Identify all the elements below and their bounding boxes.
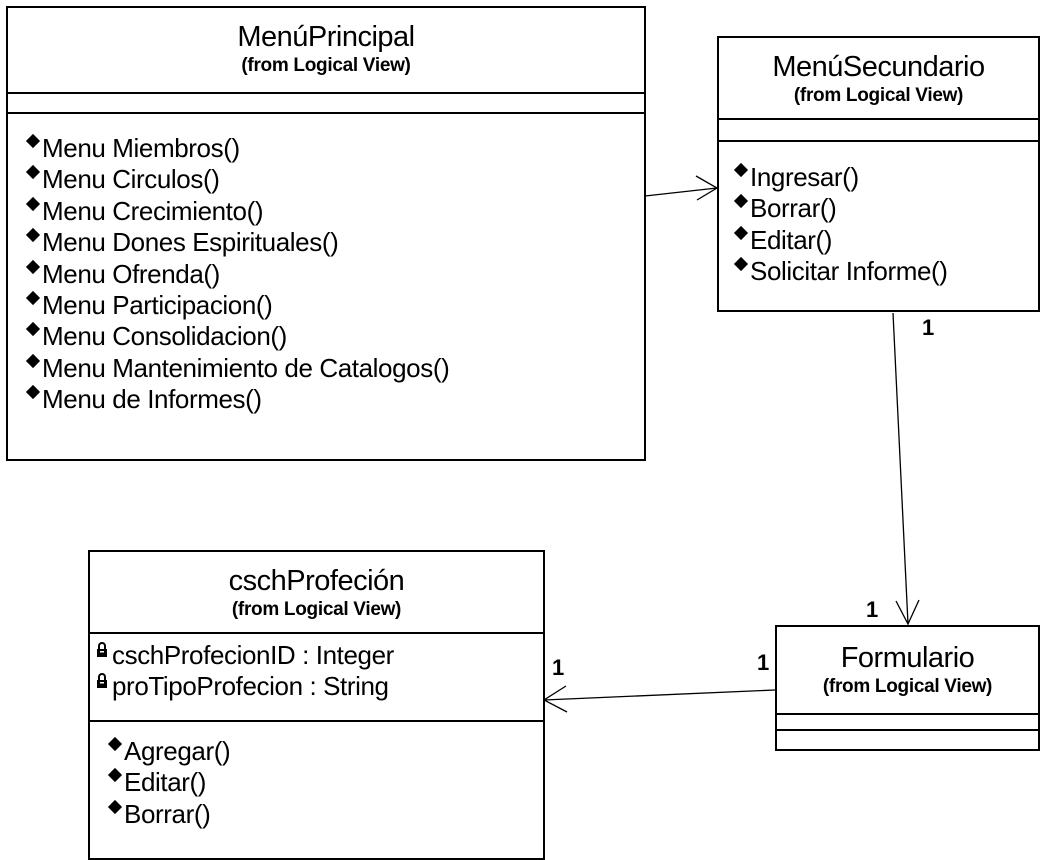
attributes-compartment <box>777 713 1038 729</box>
public-operation-icon <box>107 768 123 783</box>
operation-item: Menu Dones Espirituales() <box>25 227 644 258</box>
multiplicity-label: 1 <box>552 655 565 680</box>
multiplicity-label: 1 <box>866 597 879 622</box>
class-menu-secundario[interactable]: MenúSecundario (from Logical View) Ingre… <box>717 36 1040 312</box>
public-operation-icon <box>733 194 749 209</box>
operation-item: Menu de Informes() <box>25 384 644 415</box>
public-operation-icon <box>733 257 749 272</box>
class-name: MenúPrincipal <box>237 21 415 53</box>
operation-item: Agregar() <box>107 736 543 767</box>
public-operation-icon <box>25 290 41 306</box>
operation-item: Menu Circulos() <box>25 164 644 195</box>
operation-item: Ingresar() <box>733 162 1038 193</box>
operation-item: Menu Consolidacion() <box>25 321 644 352</box>
class-menu-principal[interactable]: MenúPrincipal (from Logical View) Menu M… <box>6 6 646 461</box>
operation-item: Menu Miembros() <box>25 133 644 164</box>
class-stereotype: (from Logical View) <box>231 599 402 620</box>
multiplicity-label: 1 <box>922 315 935 340</box>
public-operation-icon <box>25 322 41 337</box>
class-name: Formulario <box>840 642 975 674</box>
public-operation-icon <box>25 259 41 274</box>
class-formulario[interactable]: Formulario (from Logical View) <box>775 625 1040 751</box>
class-header: cschProfeción (from Logical View) <box>90 552 543 632</box>
class-header: MenúSecundario (from Logical View) <box>719 38 1038 118</box>
operations-compartment: Ingresar() Borrar() Editar() Solicitar I… <box>719 140 1038 288</box>
operation-item: Editar() <box>107 767 543 798</box>
attributes-compartment <box>719 118 1038 140</box>
public-operation-icon <box>733 225 749 240</box>
operation-item: Menu Crecimiento() <box>25 196 644 227</box>
public-operation-icon <box>107 799 123 814</box>
public-operation-icon <box>25 228 41 243</box>
operations-compartment <box>777 729 1038 745</box>
class-stereotype: (from Logical View) <box>241 55 411 76</box>
operation-item: Menu Ofrenda() <box>25 259 644 290</box>
class-stereotype: (from Logical View) <box>793 85 964 106</box>
operation-item: Menu Participacion() <box>25 290 644 321</box>
operation-item: Borrar() <box>107 799 543 830</box>
operations-compartment: Agregar() Editar() Borrar() <box>90 720 543 830</box>
private-attribute-icon <box>97 673 107 689</box>
association-formulario-profecion <box>543 689 776 701</box>
public-operation-icon <box>733 162 749 178</box>
public-operation-icon <box>25 385 41 400</box>
private-attribute-icon <box>97 642 107 657</box>
public-operation-icon <box>25 133 41 149</box>
public-operation-icon <box>25 353 41 368</box>
arrowhead-formulario <box>895 599 920 626</box>
operation-item: Editar() <box>733 225 1038 256</box>
public-operation-icon <box>25 165 41 180</box>
class-header: Formulario (from Logical View) <box>777 627 1038 713</box>
attributes-compartment: cschProfecionID : Integer proTipoProfeci… <box>90 632 543 720</box>
multiplicity-label: 1 <box>757 650 770 675</box>
class-stereotype: (from Logical View) <box>822 676 993 697</box>
association-principal-secundario <box>644 187 718 197</box>
operation-item: Solicitar Informe() <box>733 256 1038 287</box>
class-name: MenúSecundario <box>772 51 985 83</box>
class-cschprofecion[interactable]: cschProfeción (from Logical View) cschPr… <box>88 550 545 860</box>
association-secundario-formulario <box>892 312 909 625</box>
attribute-item: proTipoProfecion : String <box>94 671 543 702</box>
attribute-item: cschProfecionID : Integer <box>94 640 543 671</box>
operation-item: Menu Mantenimiento de Catalogos() <box>25 353 644 384</box>
public-operation-icon <box>107 736 123 752</box>
public-operation-icon <box>25 196 41 211</box>
operation-item: Borrar() <box>733 193 1038 224</box>
operations-compartment: Menu Miembros() Menu Circulos() Menu Cre… <box>8 112 644 416</box>
class-name: cschProfeción <box>228 565 405 597</box>
attributes-compartment <box>8 92 644 112</box>
class-header: MenúPrincipal (from Logical View) <box>8 8 644 92</box>
